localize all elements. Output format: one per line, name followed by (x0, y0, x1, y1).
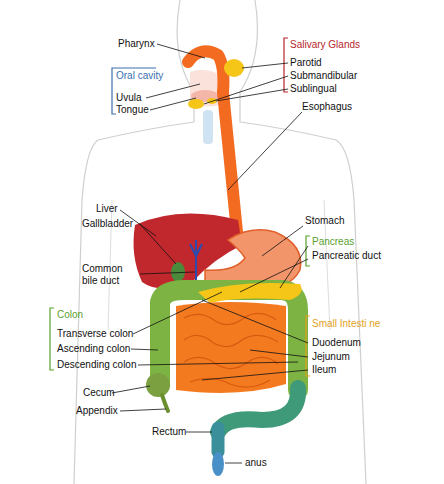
leader-line (280, 246, 308, 288)
group-bracket (306, 316, 310, 376)
leader-lines (112, 44, 308, 463)
appendix (162, 395, 168, 411)
part-label: Cecum (83, 387, 115, 399)
leader-line (146, 84, 200, 98)
part-label: Tongue (116, 104, 149, 116)
leader-line (225, 463, 242, 464)
part-label: Rectum (152, 426, 186, 438)
part-label: Descending colon (57, 359, 137, 371)
part-label: Gallbladder (82, 218, 133, 230)
sigmoid-colon (218, 388, 298, 432)
leader-line (242, 63, 288, 68)
part-label: Sublingual (290, 83, 337, 95)
leader-line (250, 350, 308, 357)
leader-line (120, 409, 166, 411)
group-heading: Pancreas (312, 236, 354, 248)
part-label: Common bile duct (82, 263, 138, 287)
part-label: Uvula (116, 92, 142, 104)
part-label: Pharynx (118, 38, 155, 50)
group-bracket (306, 236, 310, 266)
leader-line (157, 44, 205, 58)
leader-line (202, 300, 308, 343)
leader-line (150, 98, 196, 110)
leader-line (131, 349, 158, 350)
submandibular-gland (188, 99, 204, 109)
group-heading: Salivary Glands (290, 39, 360, 51)
trachea (203, 110, 213, 144)
part-label: Ascending colon (57, 343, 130, 355)
leader-line (202, 370, 308, 380)
group-heading: Colon (57, 309, 83, 321)
part-label: Submandibular (290, 70, 357, 82)
pancreas (198, 283, 302, 303)
part-label: Esophagus (302, 101, 352, 113)
leader-line (138, 362, 298, 365)
esophagus (188, 51, 238, 242)
parotid-gland (224, 59, 244, 77)
group-heading: Small Intesti ne (312, 318, 380, 330)
intestine-folds (184, 313, 278, 387)
part-label: Stomach (305, 215, 344, 227)
cecum (146, 373, 170, 397)
part-label: Ileum (312, 364, 336, 376)
leader-line (112, 386, 150, 393)
part-label: Appendix (76, 405, 118, 417)
rectum (212, 428, 225, 452)
leader-line (216, 89, 288, 101)
part-label: anus (245, 457, 267, 469)
group-bracket (50, 308, 54, 370)
part-label: Liver (96, 203, 118, 215)
small-intestine (176, 302, 286, 393)
anus (212, 452, 224, 476)
part-label: Duodenum (312, 337, 361, 349)
leader-line (186, 432, 212, 433)
leader-line (204, 76, 288, 104)
group-bracket (284, 38, 288, 92)
part-label: Jejunum (312, 351, 350, 363)
gallbladder (171, 262, 185, 282)
part-label: Transverse colon (57, 328, 133, 340)
part-label: Parotid (290, 57, 322, 69)
leader-line (262, 226, 303, 256)
leader-line (140, 272, 195, 274)
leader-line (133, 292, 222, 334)
group-heading: Oral cavity (116, 70, 163, 82)
part-label: Pancreatic duct (312, 250, 381, 262)
leader-line (228, 112, 302, 190)
leader-line (140, 224, 176, 264)
leader-line (240, 259, 308, 292)
